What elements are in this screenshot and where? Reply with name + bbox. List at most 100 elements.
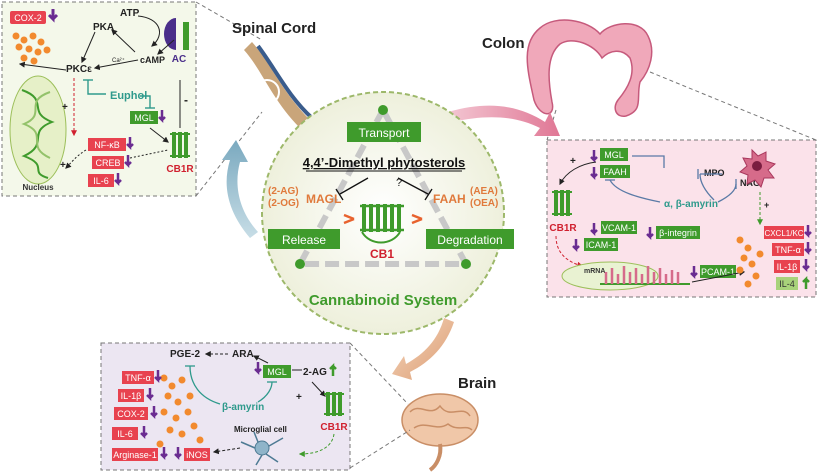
spinal-cox2-down-icon [47,9,59,23]
brain-cb1r-receptor-icon [324,392,344,416]
svg-text:+: + [764,200,769,210]
spinal-cytokine-dots [12,32,51,65]
inhibit-magl-line [339,177,369,195]
brain-cb1r-label: CB1R [320,422,348,433]
il4-up-icon [802,275,810,289]
brain-panel: PGE-2 ARA MGL 2-AG β-amyrin + CB1R Micro… [100,342,351,471]
brain-cytokine-dots [156,374,204,448]
left-ligand-2: (2-OG) [268,198,299,209]
left-ligand-1: (2-AG) [268,186,299,197]
faah-cleavage-icon [411,213,423,225]
spinal-cord-illustration [244,42,314,128]
brain-amyrin-label: β-amyrin [222,402,264,413]
brain-title: Brain [458,375,496,392]
euphol-inhibit-mgl [140,95,151,108]
inhibit-faah-line [397,177,429,195]
colon-il1b-tag [774,260,800,273]
faah-label: FAAH [433,192,466,206]
pkce-label: PKCε [66,64,92,75]
spinal-il6-down-icon [114,173,122,187]
pka-to-pkce-arrow [81,31,96,64]
spinal-cord-title: Spinal Cord [232,20,316,37]
pka-label: PKA [93,22,114,33]
arrow-to-spinal [222,140,258,238]
arrow-to-colon [448,105,560,136]
vcam-down-icon [590,223,598,237]
release-label: Release [282,233,326,247]
vcam-box [601,221,637,234]
brain-tnf-down-icon [154,370,162,384]
amyrin-to-faah [609,179,661,203]
microglial-cell-icon [240,431,284,466]
spinal-cb1r-label: CB1R [166,164,194,175]
degradation-label: Degradation [437,233,502,247]
microglia-to-inos-arrow [212,447,241,455]
arginase-label: Arginase-1 [113,450,157,460]
colon-tnf-down-icon [804,242,812,256]
atp-label: ATP [120,8,140,19]
brain-il1b-down-icon [146,388,154,402]
colon-il1b-label: IL-1β [777,262,798,272]
pcam-box [700,265,736,278]
integrin-label: β-integrin [659,228,697,238]
brain-cox2-label: COX-2 [117,409,145,419]
pcam-label: PCAM-1 [701,267,735,277]
arrow-to-brain [392,318,454,380]
il4-tag [776,277,798,290]
dna-helix-strand-icon [21,91,51,159]
spinal-leader-top [195,1,263,41]
transport-box [347,122,421,142]
brain-illustration [401,393,479,472]
degradation-box [426,229,514,249]
spinal-cox2-label: COX-2 [14,13,42,23]
spinal-mgl-box [130,111,158,124]
integrin-box [656,226,700,239]
integrin-down-icon [646,227,654,241]
twoag-label: 2-AG [303,367,327,378]
colon-faah-box [600,165,630,178]
phytosterols-title: 4,4’-Dimethyl phytosterols [303,155,466,170]
brain-mgl-down-icon [254,362,262,376]
nfkb-down-icon [126,137,134,151]
camp-to-pkce-arrow [93,59,139,71]
twoag-up-icon [329,362,337,376]
brain-tnf-label: TNF-α [125,373,151,383]
colon-title: Colon [482,35,525,52]
spinal-mgl-down-icon [158,110,166,124]
colon-mgl-inhibit [632,155,665,168]
colon-panel: MGL FAAH + MPO NAG α, β-amyrin + CB1R [546,139,817,298]
colon-amyrin-label: α, β-amyrin [664,199,718,210]
center-cb1-receptor-icon [360,204,404,244]
arginase-down-icon [160,447,168,461]
creb-tag [92,156,124,169]
brain-il1b-label: IL-1β [121,391,142,401]
ac-label: AC [172,54,186,65]
spinal-minus-sign: - [184,93,188,107]
cannabinoid-system-circle: Transport 4,4’-Dimethyl phytosterols ? M… [261,91,514,335]
twoag-to-cb1r-arrow [311,381,326,397]
brain-leader-top [349,342,409,405]
cannabinoid-system-label: Cannabinoid System [309,292,457,309]
cb1r-to-mrna-arrow [555,235,584,268]
ara-label: ARA [232,349,254,360]
spinal-il6-label: IL-6 [93,176,109,186]
spinal-panel: COX-2 Nucleus ATP PKA cAMP Ca²⁺ PKCε AC [1,1,263,197]
transport-label: Transport [359,126,411,140]
brain-il6-down-icon [140,426,148,440]
amyrin-inhibit-pge2 [189,365,221,405]
cxcl-tag [764,226,804,239]
creb-label: CREB [95,158,120,168]
mrna-cell-icon [561,261,659,291]
amyrin-to-nag [717,183,737,203]
ac-to-camp-arrow [157,39,175,55]
camp-label: cAMP [140,55,165,65]
inos-down-icon [174,447,182,461]
nfkb-label: NF-κB [94,140,120,150]
magl-label: MAGL [306,192,341,206]
colon-faah-down-icon [590,167,598,181]
right-ligand-2: (OEA) [470,198,498,209]
inos-label: iNOS [186,450,208,460]
brain-plus: + [296,392,302,403]
ac-membrane-icon [183,22,189,50]
